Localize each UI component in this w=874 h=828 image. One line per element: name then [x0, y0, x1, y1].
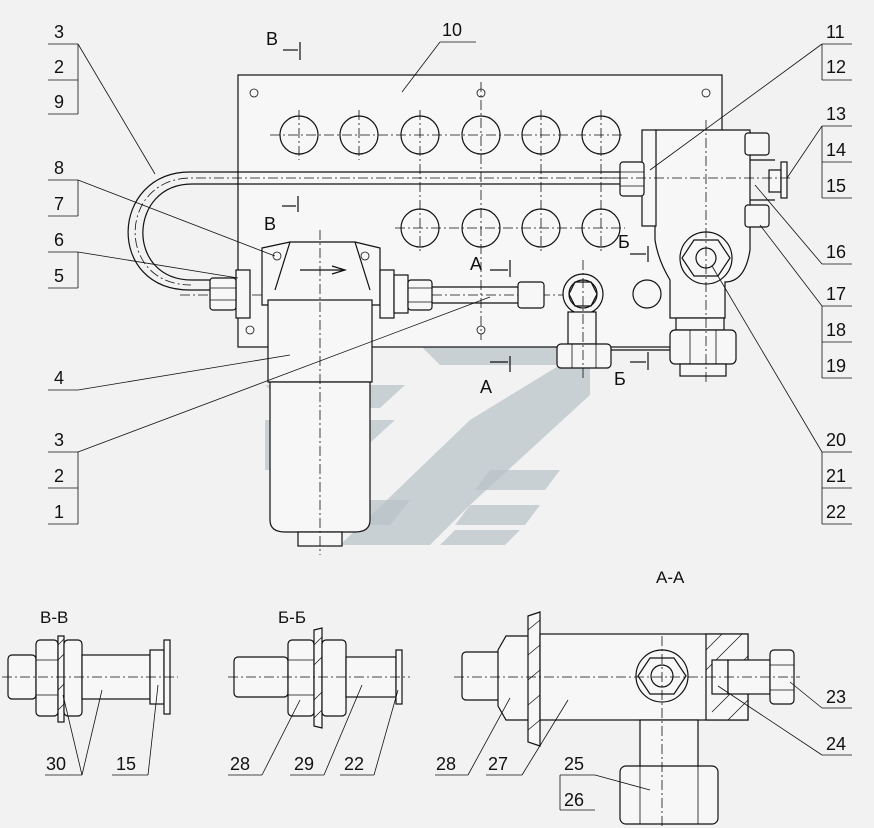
section-title-aa: А-А [656, 568, 685, 587]
section-mark-v-top: В [266, 29, 278, 49]
callout-l-3b: 3 [54, 430, 64, 450]
tube-u-bend [127, 171, 620, 291]
callout-b-28a: 28 [230, 754, 250, 774]
callout-panel-10: 10 [401, 20, 476, 93]
callout-l-2a: 2 [54, 57, 64, 77]
section-vv: В-В 30 15 [2, 608, 178, 776]
section-bb: Б-Б 28 29 22 [228, 608, 410, 776]
section-aa: А-А [435, 568, 852, 828]
callout-l-3a: 3 [54, 22, 64, 42]
callout-l-9: 9 [54, 92, 64, 112]
left-callouts: 3 2 9 8 7 6 5 4 3 2 1 [48, 22, 491, 525]
section-markers [282, 42, 649, 372]
callout-r-17: 17 [826, 284, 846, 304]
callout-10: 10 [442, 20, 462, 40]
callout-r-16: 16 [826, 242, 846, 262]
callout-b-27: 27 [488, 754, 508, 774]
callout-r-19: 19 [826, 356, 846, 376]
banjo-fitting [517, 260, 672, 380]
callout-b-25: 25 [564, 754, 584, 774]
section-title-vv: В-В [40, 608, 68, 627]
section-mark-a-bottom: А [480, 377, 492, 397]
callout-b-23: 23 [826, 687, 846, 707]
section-mark-b-top: Б [618, 232, 630, 252]
callout-r-15: 15 [826, 176, 846, 196]
callout-r-22: 22 [826, 502, 846, 522]
callout-l-7: 7 [54, 194, 64, 214]
callout-b-24: 24 [826, 734, 846, 754]
filter-assembly [209, 230, 433, 555]
valve-body [600, 120, 790, 385]
right-callouts: 11 12 13 14 15 16 17 18 19 20 21 22 [649, 22, 852, 525]
callout-b-29: 29 [294, 754, 314, 774]
callout-b-30: 30 [46, 754, 66, 774]
callout-l-1: 1 [54, 502, 64, 522]
callout-b-15: 15 [116, 754, 136, 774]
callout-r-20: 20 [826, 430, 846, 450]
callout-b-28b: 28 [436, 754, 456, 774]
section-title-bb: Б-Б [278, 608, 306, 627]
callout-b-22: 22 [344, 754, 364, 774]
section-mark-b-bottom: Б [614, 369, 626, 389]
callout-l-8: 8 [54, 158, 64, 178]
callout-b-26: 26 [564, 790, 584, 810]
callout-r-13: 13 [826, 104, 846, 124]
callout-r-14: 14 [826, 140, 846, 160]
callout-r-12: 12 [826, 57, 846, 77]
callout-r-21: 21 [826, 466, 846, 486]
callout-l-6: 6 [54, 230, 64, 250]
callout-l-2b: 2 [54, 466, 64, 486]
section-mark-v-mid: В [264, 214, 276, 234]
callout-l-5: 5 [54, 266, 64, 286]
callout-r-11: 11 [826, 22, 845, 42]
callout-r-18: 18 [826, 320, 846, 340]
section-mark-a-top: А [470, 254, 482, 274]
callout-l-4: 4 [54, 368, 64, 388]
